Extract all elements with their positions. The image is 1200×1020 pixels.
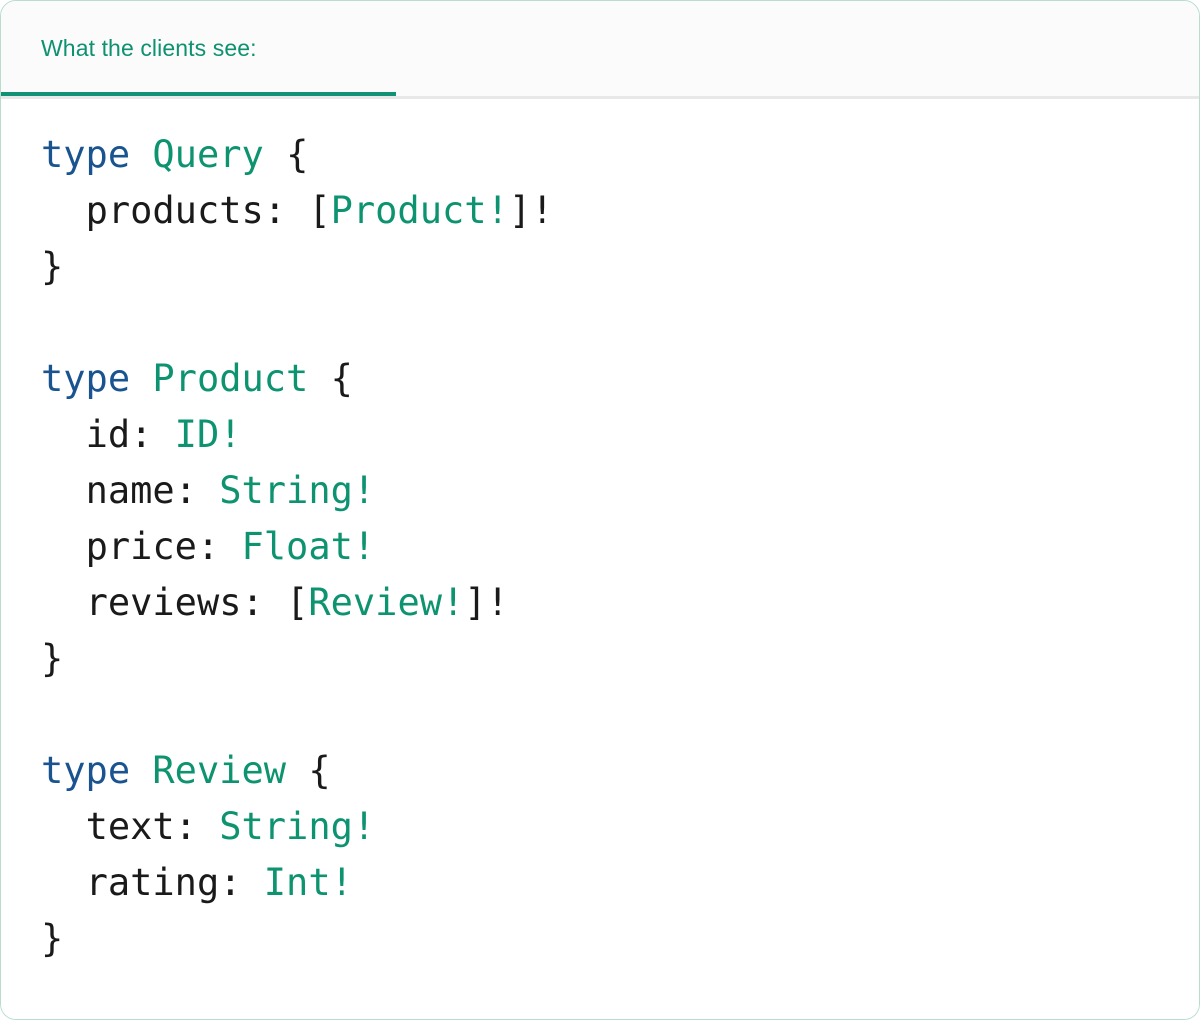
code-token-type: ID! xyxy=(174,413,242,456)
code-token-punct: } xyxy=(41,917,64,960)
tab-what-the-clients-see[interactable]: What the clients see: xyxy=(1,1,396,96)
code-token-plain xyxy=(41,805,86,848)
tab-label: What the clients see: xyxy=(41,35,257,61)
code-line: } xyxy=(41,911,1159,967)
code-token-plain xyxy=(41,413,86,456)
code-line: } xyxy=(41,239,1159,295)
code-token-plain xyxy=(264,133,286,176)
code-line: products: [Product!]! xyxy=(41,183,1159,239)
code-token-keyword: type xyxy=(41,133,131,176)
code-token-plain xyxy=(41,581,86,624)
code-token-type: Int! xyxy=(263,861,353,904)
code-token-plain xyxy=(197,469,219,512)
code-token-punct: [ xyxy=(286,581,309,624)
code-line: rating: Int! xyxy=(41,855,1159,911)
code-token-plain xyxy=(286,189,308,232)
code-token-punct: } xyxy=(41,245,64,288)
code-token-plain xyxy=(130,357,152,400)
code-line: text: String! xyxy=(41,799,1159,855)
code-token-keyword: type xyxy=(41,357,131,400)
code-viewer: type Query { products: [Product!]!} type… xyxy=(1,99,1199,1018)
code-token-type: Product! xyxy=(330,189,509,232)
code-token-plain xyxy=(308,357,330,400)
code-token-type: Float! xyxy=(241,525,376,568)
code-line: type Product { xyxy=(41,351,1159,407)
code-token-punct: ]! xyxy=(508,189,554,232)
code-line: price: Float! xyxy=(41,519,1159,575)
code-line: type Query { xyxy=(41,127,1159,183)
code-token-plain xyxy=(41,861,86,904)
code-token-punct: { xyxy=(308,749,331,792)
code-token-type: String! xyxy=(219,469,376,512)
code-token-plain xyxy=(264,581,286,624)
code-token-punct: } xyxy=(41,637,64,680)
code-token-field: price: xyxy=(85,525,220,568)
code-token-typename: Query xyxy=(152,133,264,176)
code-token-punct: { xyxy=(286,133,309,176)
code-token-field: id: xyxy=(85,413,153,456)
code-token-plain xyxy=(41,469,86,512)
tab-bar: What the clients see: xyxy=(1,1,1199,99)
code-line: name: String! xyxy=(41,463,1159,519)
code-line: type Review { xyxy=(41,743,1159,799)
code-token-plain xyxy=(152,413,174,456)
graphql-schema-code[interactable]: type Query { products: [Product!]!} type… xyxy=(1,127,1199,967)
code-line: } xyxy=(41,631,1159,687)
code-token-plain xyxy=(219,525,241,568)
code-line xyxy=(41,295,1159,351)
code-token-field: name: xyxy=(85,469,197,512)
code-line xyxy=(41,687,1159,743)
code-token-plain xyxy=(242,861,264,904)
code-token-plain xyxy=(41,189,86,232)
code-token-field: text: xyxy=(85,805,197,848)
code-token-punct: { xyxy=(330,357,353,400)
code-token-field: products: xyxy=(85,189,287,232)
code-line: reviews: [Review!]! xyxy=(41,575,1159,631)
code-token-plain xyxy=(130,749,152,792)
code-token-plain xyxy=(41,525,86,568)
code-token-punct: [ xyxy=(308,189,331,232)
code-token-field: rating: xyxy=(85,861,242,904)
code-token-plain xyxy=(197,805,219,848)
code-token-typename: Review xyxy=(152,749,287,792)
tab-active-underline xyxy=(1,92,396,96)
code-token-plain xyxy=(130,133,152,176)
code-token-typename: Product xyxy=(152,357,309,400)
code-token-field: reviews: xyxy=(85,581,264,624)
code-token-type: Review! xyxy=(308,581,465,624)
code-token-punct: ]! xyxy=(464,581,509,624)
code-token-type: String! xyxy=(219,805,376,848)
code-line: id: ID! xyxy=(41,407,1159,463)
code-token-keyword: type xyxy=(41,749,131,792)
code-token-plain xyxy=(286,749,308,792)
